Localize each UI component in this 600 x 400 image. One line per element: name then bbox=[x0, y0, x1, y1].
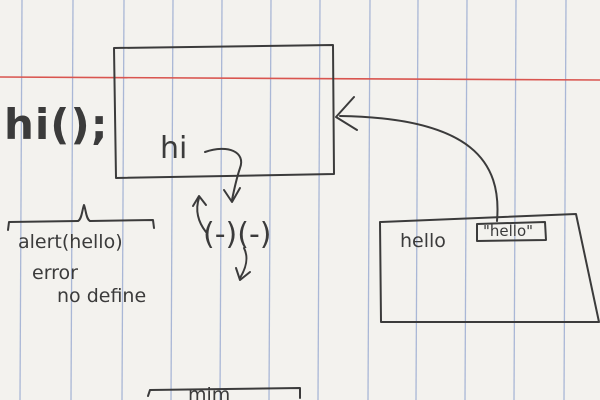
bracket-peak bbox=[77, 204, 91, 222]
down-arrowhead bbox=[235, 267, 251, 281]
return-arrow bbox=[204, 147, 243, 201]
up-arrow bbox=[196, 197, 207, 233]
error-line: error bbox=[32, 262, 78, 284]
alert-line: alert(hello) bbox=[18, 231, 123, 253]
return-arrowhead bbox=[223, 187, 241, 203]
pencil-strokes bbox=[7, 44, 600, 399]
pointer-arrowhead bbox=[335, 96, 358, 131]
down-arrow bbox=[239, 247, 248, 279]
bottom-scribble: mim bbox=[188, 384, 231, 400]
red-margin-line bbox=[0, 76, 600, 81]
not-defined-line: no define bbox=[57, 285, 147, 307]
variable-name: hello bbox=[400, 230, 446, 252]
variable-value: "hello" bbox=[483, 222, 534, 240]
variable-box bbox=[379, 213, 600, 323]
function-box-label: hi bbox=[160, 131, 188, 166]
bottom-box-edge bbox=[147, 387, 301, 399]
pointer-arrow bbox=[339, 115, 499, 222]
value-box bbox=[476, 221, 547, 242]
right-bracket bbox=[89, 219, 155, 229]
left-bracket bbox=[7, 220, 79, 231]
call-text: hi(); bbox=[4, 100, 109, 149]
blue-rule-lines bbox=[19, 0, 567, 400]
tail-marks: (-)(-) bbox=[203, 217, 272, 252]
up-arrowhead bbox=[192, 195, 207, 207]
function-box bbox=[113, 44, 335, 179]
